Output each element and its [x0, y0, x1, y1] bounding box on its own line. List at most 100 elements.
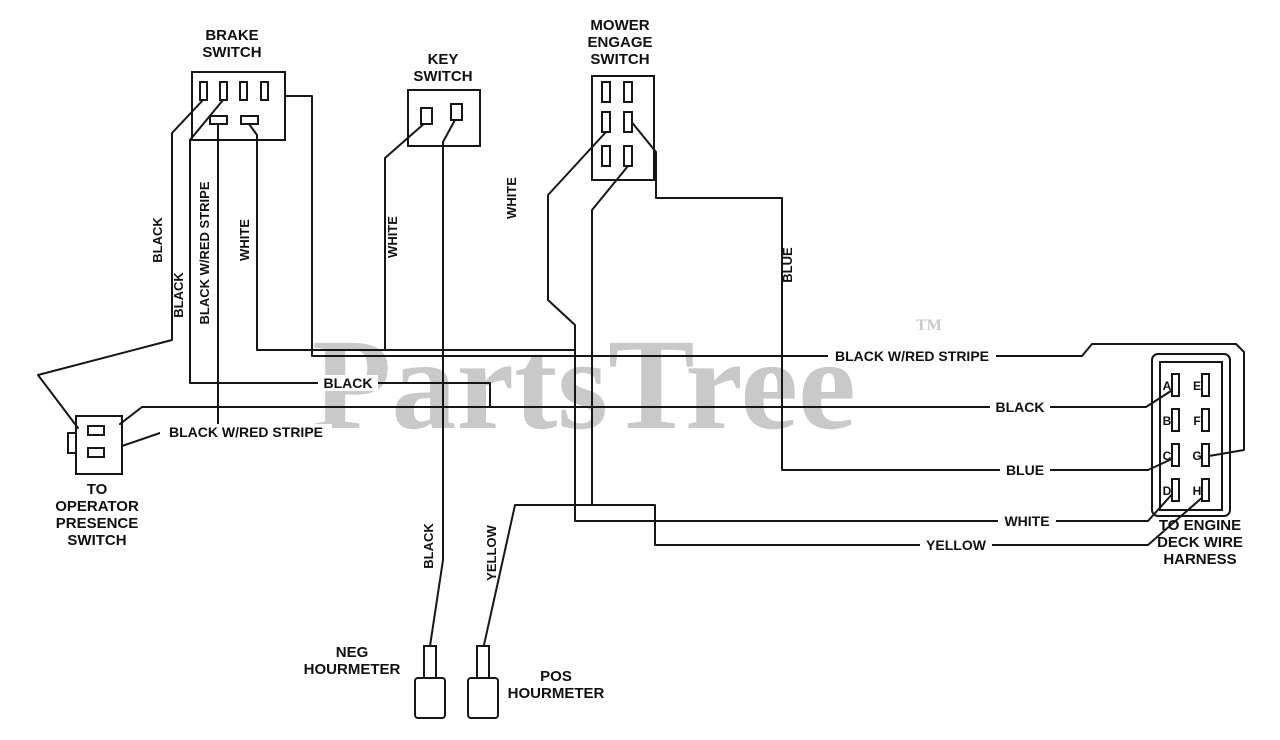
wire-blue	[629, 119, 1175, 471]
labelbg-black-mid	[318, 375, 378, 391]
operator-presence-label: PRESENCE	[56, 515, 139, 532]
neg-hourmeter-label: HOURMETER	[304, 661, 401, 678]
key-switch-connector	[407, 89, 481, 147]
wire-label-yellow-pos: YELLOW	[484, 524, 499, 580]
watermark: PartsTree TM	[312, 313, 942, 457]
neg-hourmeter-terminal	[414, 645, 446, 719]
harness-pin-f	[1201, 408, 1210, 432]
wire-white-brake	[248, 123, 576, 351]
pos-hourmeter-label: POS	[540, 668, 572, 685]
wire-black-2	[189, 99, 491, 408]
operator-presence-label: SWITCH	[67, 532, 126, 549]
brake-switch-terminal	[240, 115, 259, 125]
labelbg-black-right	[990, 399, 1050, 415]
wire-label-blue: BLUE	[1006, 462, 1044, 478]
harness-pin-h	[1201, 478, 1210, 502]
wire-label-blue-v: BLUE	[780, 247, 795, 283]
wire-label-stripe-left: BLACK W/RED STRIPE	[169, 424, 323, 440]
wire-label-white: WHITE	[1004, 513, 1049, 529]
engine-deck-harness-connector: A B C D E F G H	[1151, 353, 1231, 517]
labelbg-stripe-right	[828, 348, 996, 364]
operator-presence-label: OPERATOR	[55, 498, 139, 515]
pin-letter-f: F	[1193, 414, 1200, 428]
operator-presence-label: TO	[87, 481, 108, 498]
brake-switch-body	[191, 71, 286, 141]
brake-switch-pin	[219, 81, 228, 101]
mower-switch-label: ENGAGE	[587, 34, 652, 51]
harness-pin-g	[1201, 443, 1210, 467]
mower-switch-pin	[623, 81, 633, 103]
component-labels: BRAKE SWITCH KEY SWITCH MOWER ENGAGE SWI…	[55, 17, 1243, 702]
wire-label-black-right: BLACK	[996, 399, 1045, 415]
wire-label-black-neg: BLACK	[421, 523, 436, 569]
watermark-text: PartsTree	[312, 313, 856, 457]
neg-hourmeter-label: NEG	[336, 644, 369, 661]
wire-label-yellow: YELLOW	[926, 537, 987, 553]
harness-pin-b	[1171, 408, 1180, 432]
labelbg-stripe-left	[160, 424, 332, 440]
wire-label-stripe-right: BLACK W/RED STRIPE	[835, 348, 989, 364]
pin-letter-a: A	[1163, 379, 1172, 393]
key-switch-pin	[450, 103, 463, 121]
wire-stripe-long	[284, 95, 1245, 457]
wire-label-white-key: WHITE	[385, 216, 400, 258]
labelbg-yellow	[920, 537, 992, 553]
operator-presence-connector	[67, 415, 123, 475]
brake-switch-terminal	[209, 115, 228, 125]
operator-connector-body	[75, 415, 123, 475]
key-switch-body	[407, 89, 481, 147]
pin-letter-b: B	[1163, 414, 1172, 428]
pos-terminal-stem	[476, 645, 490, 679]
neg-terminal-stem	[423, 645, 437, 679]
pos-hourmeter-terminal	[467, 645, 499, 719]
engine-harness-label: TO ENGINE	[1159, 517, 1241, 534]
key-switch-label: KEY	[428, 51, 459, 68]
pos-terminal-body	[467, 677, 499, 719]
harness-inner	[1159, 361, 1223, 511]
watermark-tm: TM	[916, 317, 942, 334]
key-switch-label: SWITCH	[413, 68, 472, 85]
operator-connector-pin	[87, 447, 105, 458]
wire-black-1	[37, 99, 204, 429]
mower-engage-switch-connector	[591, 75, 655, 181]
pin-letter-d: D	[1163, 484, 1172, 498]
mower-switch-pin	[623, 111, 633, 133]
engine-harness-label: DECK WIRE	[1157, 534, 1243, 551]
mower-switch-label: MOWER	[590, 17, 649, 34]
wire-label-stripe-v: BLACK W/RED STRIPE	[197, 181, 212, 324]
wire-label-white-brake: WHITE	[237, 219, 252, 261]
mower-switch-pin	[601, 81, 611, 103]
harness-pin-a	[1171, 373, 1180, 397]
labelbg-white	[998, 513, 1056, 529]
pin-letter-g: G	[1192, 449, 1201, 463]
brake-switch-pin	[239, 81, 248, 101]
wire-black-neg	[429, 117, 457, 647]
pin-letter-e: E	[1193, 379, 1201, 393]
wire-label-backgrounds	[160, 348, 1056, 553]
mower-switch-body	[591, 75, 655, 181]
harness-pin-d	[1171, 478, 1180, 502]
mower-switch-pin	[601, 145, 611, 167]
brake-switch-connector	[191, 71, 286, 141]
labelbg-blue	[1000, 462, 1050, 478]
mower-switch-pin	[601, 111, 611, 133]
operator-connector-pin	[87, 425, 105, 436]
wire-label-white-mower: WHITE	[504, 177, 519, 219]
brake-switch-label: SWITCH	[202, 44, 261, 61]
mower-switch-label: SWITCH	[590, 51, 649, 68]
pin-letter-h: H	[1193, 484, 1202, 498]
neg-terminal-body	[414, 677, 446, 719]
wire-label-black-2: BLACK	[171, 272, 186, 318]
pin-letter-c: C	[1163, 449, 1172, 463]
harness-pin-e	[1201, 373, 1210, 397]
brake-switch-pin	[199, 81, 208, 101]
brake-switch-pin	[260, 81, 269, 101]
harness-pin-c	[1171, 443, 1180, 467]
harness-outer	[1151, 353, 1231, 517]
key-switch-pin	[420, 107, 433, 125]
brake-switch-label: BRAKE	[205, 27, 258, 44]
pos-hourmeter-label: HOURMETER	[508, 685, 605, 702]
operator-connector-tab	[67, 432, 77, 454]
